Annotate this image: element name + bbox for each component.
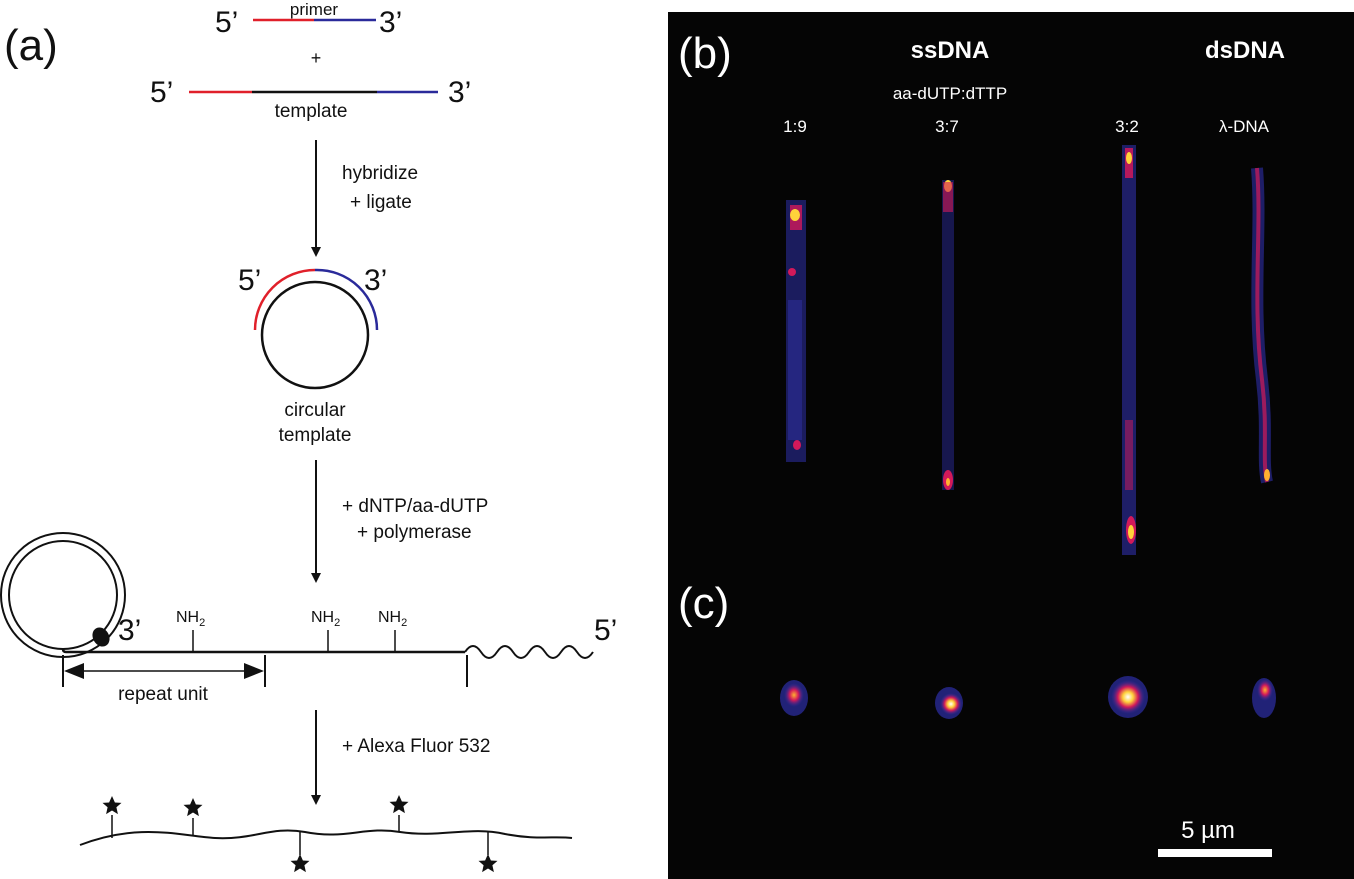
plus-sign: + [311, 48, 322, 68]
dye-star-icon [478, 854, 498, 873]
panel-b-label: (b) [678, 29, 732, 78]
micrograph-background [668, 12, 1354, 879]
spot-3-7 [935, 687, 963, 719]
dye-star-icon [389, 795, 409, 814]
spot-3-2 [1108, 676, 1148, 718]
step-alexa: + Alexa Fluor 532 [342, 736, 490, 757]
circle-3-prime: 3’ [364, 264, 387, 297]
step-ligate: + ligate [350, 192, 412, 213]
labelled-strand [79, 829, 573, 846]
circle-5-prime: 5’ [238, 264, 261, 297]
repeat-unit-label: repeat unit [118, 684, 209, 705]
lane-label-4: λ-DNA [1219, 117, 1270, 136]
circular-label-2: template [279, 425, 352, 446]
circular-template [260, 280, 370, 390]
polymerase-icon [92, 627, 110, 647]
strand-3-7 [942, 180, 954, 490]
circular-label-1: circular [284, 400, 346, 421]
amine-2: NH2 [311, 609, 340, 629]
circle-primer-red [253, 268, 316, 331]
scalebar [1158, 849, 1272, 857]
strand-1-9 [786, 200, 806, 462]
spot-1-9 [780, 680, 808, 716]
panel-c-label: (c) [678, 579, 729, 628]
amine-3: NH2 [378, 609, 407, 629]
lane-label-2: 3:7 [935, 117, 959, 136]
micrograph: (b) ssDNA dsDNA aa-dUTP:dTTP 1:9 3:7 3:2… [668, 12, 1354, 879]
template-3-prime: 3’ [448, 76, 471, 109]
product-5-prime: 5’ [594, 614, 617, 647]
template-label: template [275, 101, 348, 122]
step-polymerase: + polymerase [357, 522, 472, 543]
lane-label-3: 3:2 [1115, 117, 1139, 136]
panel-a: (a) 5’ primer 3’ + 5’ 3’ template hybrid… [0, 0, 617, 873]
primer-5-prime: 5’ [215, 6, 238, 39]
strand-3-2 [1122, 145, 1136, 555]
dye-star-icon [183, 798, 203, 817]
scalebar-label: 5 µm [1181, 817, 1235, 844]
step-dntp: + dNTP/aa-dUTP [342, 496, 488, 517]
circle-primer-blue [314, 268, 379, 331]
repeat-right-arrowhead [244, 663, 264, 679]
dye-star-icon [290, 854, 310, 873]
rca-product-strand [61, 648, 465, 654]
amine-1: NH2 [176, 609, 205, 629]
spot-lambda-dna [1252, 678, 1276, 718]
product-3-prime: 3’ [118, 614, 141, 647]
primer-3-prime: 3’ [379, 6, 402, 39]
panel-a-label: (a) [4, 21, 58, 70]
template-5-prime: 5’ [150, 76, 173, 109]
ssdna-header: ssDNA [911, 37, 990, 64]
step-hybridize: hybridize [342, 163, 418, 184]
lane-label-1: 1:9 [783, 117, 807, 136]
dsdna-header: dsDNA [1205, 37, 1285, 64]
rca-wavy-end [464, 645, 594, 659]
dye-star-icon [102, 796, 122, 815]
primer-label: primer [290, 0, 339, 19]
ratio-header: aa-dUTP:dTTP [893, 84, 1007, 103]
repeat-left-arrowhead [64, 663, 84, 679]
strand-lambda-dna [1251, 167, 1273, 484]
